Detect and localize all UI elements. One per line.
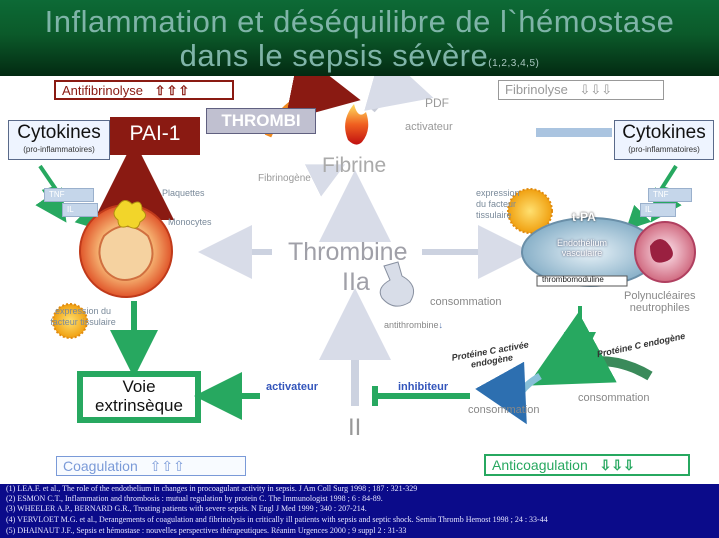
pdf-label: PDF [425, 96, 449, 110]
antithrombine-arrow: ↓ [438, 320, 444, 330]
reference-3: (3) WHEELER A.P., BERNARD G.R., Treating… [6, 504, 367, 513]
cytokines-right-box: Cytokines (pro-inflammatoires) [614, 120, 714, 160]
expression-left: expression du facteur tissulaire [40, 306, 126, 328]
antithrombine-text: antithrombine [384, 320, 439, 330]
sun-platelet-left [52, 303, 88, 339]
tpa-label: t-PA [572, 210, 596, 224]
thrombomoduline-label: thrombomoduline [542, 275, 604, 284]
title-line-2-text: dans le sepsis sévère [179, 38, 489, 73]
activateur-bottom-label: activateur [266, 381, 318, 393]
anticoagulation-arrows: ⇩⇩⇩ [599, 457, 635, 473]
title-line-2: dans le sepsis sévère(1,2,3,4,5) [0, 38, 719, 74]
inhibiteur-label: inhibiteur [398, 381, 449, 393]
inhibiteur-bar [372, 386, 378, 406]
expression-right-line1: expression [476, 188, 520, 198]
fibrine-flame [345, 104, 369, 145]
coagulation-label: Coagulation [63, 458, 138, 474]
protein-c-curve [527, 312, 653, 386]
anticoagulation-box: Anticoagulation ⇩⇩⇩ [484, 454, 690, 476]
tnf-left-pill: TNF [44, 188, 94, 202]
reference-4: (4) VERVLOET M.G. et al., Derangements o… [6, 515, 548, 524]
sun-platelet-right [507, 188, 553, 234]
antithrombine-icon [379, 261, 415, 307]
diagram-shapes [35, 76, 696, 425]
tnf-right-pill: TNF [648, 188, 692, 202]
fibrinolyse-box: Fibrinolyse ⇩⇩⇩ [498, 80, 664, 100]
fibrinolyse-label: Fibrinolyse [505, 82, 568, 97]
title-line-1: Inflammation et déséquilibre de l`hémost… [44, 4, 675, 39]
antifibrinolyse-box: Antifibrinolyse ⇧⇧⇧ [54, 80, 234, 100]
anticoagulation-label: Anticoagulation [492, 457, 588, 473]
reference-5: (5) DHAINAUT J.F., Sepsis et hémostase :… [6, 526, 407, 535]
monocytes-label: Monocytes [168, 217, 212, 227]
expression-right-line2: du facteur [476, 199, 517, 209]
cytokines-right-title: Cytokines [622, 122, 706, 143]
polynucleaires-label: Polynucléaires neutrophiles [624, 290, 696, 314]
iia-label: IIa [342, 268, 370, 296]
expression-left-line2: facteur tissulaire [50, 317, 116, 327]
fibrinogene-label: Fibrinogène [258, 173, 311, 184]
thrombine-label: Thrombine [288, 238, 408, 266]
voie-line1: Voie [122, 377, 156, 396]
consommation-thrombine-label: consommation [430, 296, 502, 308]
voie-line2: extrinsèque [95, 396, 183, 415]
neutrophil-nucleus [650, 239, 673, 263]
header-band: Inflammation et déséquilibre de l`hémost… [0, 0, 719, 76]
ii-label: II [348, 414, 362, 441]
consommation-right-label: consommation [578, 392, 650, 404]
reference-1: (1) LEA.F. et al., The role of the endot… [6, 484, 418, 493]
expression-left-line1: expression du [54, 306, 112, 316]
activateur-pill-right [536, 128, 612, 137]
voie-box [77, 371, 201, 423]
diagram-canvas: Antifibrinolyse ⇧⇧⇧ Fibrinolyse ⇩⇩⇩ THRO… [0, 76, 719, 484]
thrombomoduline-bar [536, 275, 628, 287]
plaquettes-label: Plaquettes [162, 188, 205, 198]
fibrinolyse-arrows: ⇩⇩⇩ [579, 82, 613, 97]
antifibrinolyse-arrows: ⇧⇧⇧ [154, 83, 191, 98]
references-panel: (1) LEA.F. et al., The role of the endot… [0, 484, 719, 538]
endothelium-line2: vasculaire [561, 248, 603, 258]
expression-right: expression du facteur tissulaire [476, 188, 520, 221]
pai-label: PAI-1 [129, 122, 181, 145]
voie-extrinseque-label: Voie extrinsèque [83, 377, 195, 415]
antithrombine-label: antithrombine↓ [384, 320, 443, 330]
consommation-bottom-label: consommation [468, 404, 540, 416]
pdf-curved-arrow [364, 76, 434, 113]
coagulation-arrows: ⇧⇧⇧ [149, 458, 185, 474]
thrombi-label: THROMBI [206, 108, 316, 134]
cytokines-left-title: Cytokines [17, 122, 101, 143]
cytokines-left-box: Cytokines (pro-inflammatoires) [8, 120, 110, 160]
monocyte-nucleus [98, 225, 154, 281]
polynucleaires-line1: Polynucléaires [624, 290, 696, 302]
il-left-pill: IL [62, 203, 98, 217]
antifibrinolyse-label: Antifibrinolyse [62, 83, 143, 98]
coagulation-box: Coagulation ⇧⇧⇧ [56, 456, 246, 476]
fibrine-label: Fibrine [322, 154, 387, 177]
il-right-pill: IL [640, 203, 676, 217]
title-refs: (1,2,3,4,5) [488, 58, 540, 69]
protein-c-curve-2 [475, 361, 542, 425]
cytokines-right-sub: (pro-inflammatoires) [628, 145, 700, 154]
fibrinogene-arrow [304, 164, 346, 197]
endothelium-label: Endothélium vasculaire [557, 238, 607, 258]
cytokines-left-sub: (pro-inflammatoires) [23, 145, 95, 154]
expression-right-line3: tissulaire [476, 210, 512, 220]
reference-2: (2) ESMON C.T., Inflammation and thrombo… [6, 494, 383, 503]
polynucleaires-line2: neutrophiles [629, 302, 690, 314]
endothelium-line1: Endothélium [557, 238, 608, 248]
platelet-shape [113, 200, 146, 229]
activateur-top-label: activateur [405, 121, 453, 133]
